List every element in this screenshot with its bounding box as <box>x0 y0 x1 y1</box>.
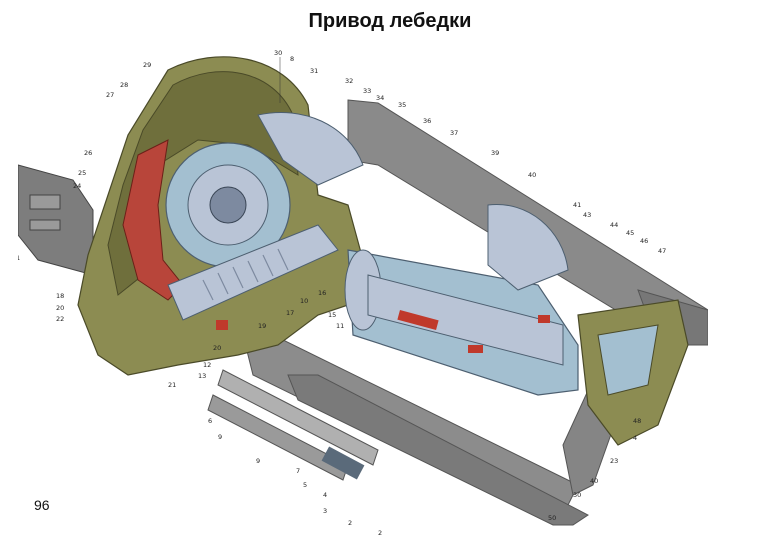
svg-text:15: 15 <box>328 311 336 319</box>
right-lever <box>577 299 689 446</box>
svg-text:34: 34 <box>376 94 384 102</box>
svg-text:13: 13 <box>198 372 206 380</box>
svg-text:30: 30 <box>573 491 581 499</box>
svg-text:48: 48 <box>633 417 641 425</box>
winch-drive-illustration: 30 8 31 32 33 34 35 36 37 39 40 41 43 44… <box>18 45 708 540</box>
svg-text:33: 33 <box>363 87 371 95</box>
svg-text:36: 36 <box>423 117 431 125</box>
svg-text:11: 11 <box>336 322 344 330</box>
svg-text:19: 19 <box>258 322 266 330</box>
svg-text:21: 21 <box>168 381 176 389</box>
svg-text:40: 40 <box>528 171 536 179</box>
svg-text:2: 2 <box>348 519 352 527</box>
svg-text:2: 2 <box>378 529 382 537</box>
svg-text:32: 32 <box>345 77 353 85</box>
svg-text:30: 30 <box>274 49 282 57</box>
svg-text:7: 7 <box>296 467 300 475</box>
svg-text:47: 47 <box>658 247 666 255</box>
svg-text:39: 39 <box>491 149 499 157</box>
svg-text:31: 31 <box>310 67 318 75</box>
svg-text:25: 25 <box>78 169 86 177</box>
svg-text:43: 43 <box>583 211 591 219</box>
svg-text:3: 3 <box>323 507 327 515</box>
drum-assembly <box>216 203 579 396</box>
svg-text:28: 28 <box>120 81 128 89</box>
svg-text:6: 6 <box>208 417 212 425</box>
svg-text:29: 29 <box>143 61 151 69</box>
svg-text:4: 4 <box>323 491 327 499</box>
svg-text:4: 4 <box>633 434 637 442</box>
svg-text:50: 50 <box>548 514 556 522</box>
svg-text:17: 17 <box>286 309 294 317</box>
svg-text:46: 46 <box>640 237 648 245</box>
svg-text:26: 26 <box>84 149 92 157</box>
svg-text:37: 37 <box>450 129 458 137</box>
svg-text:20: 20 <box>213 344 221 352</box>
svg-text:41: 41 <box>573 201 581 209</box>
svg-text:12: 12 <box>203 361 211 369</box>
worm-wheel <box>165 111 364 268</box>
svg-text:8: 8 <box>290 55 294 63</box>
svg-text:44: 44 <box>610 221 618 229</box>
svg-text:20: 20 <box>56 304 64 312</box>
left-bracket <box>18 164 94 276</box>
svg-text:16: 16 <box>318 289 326 297</box>
callout-labels: 30 8 31 32 33 34 35 36 37 39 40 41 43 44… <box>18 49 666 537</box>
svg-text:18: 18 <box>56 292 64 300</box>
svg-text:27: 27 <box>106 91 114 99</box>
worm-shaft <box>167 224 339 321</box>
svg-text:24: 24 <box>73 182 81 190</box>
slide-title: Привод лебедки <box>308 10 472 32</box>
svg-text:35: 35 <box>398 101 406 109</box>
page-number: 96 <box>34 497 50 513</box>
svg-text:10: 10 <box>300 297 308 305</box>
svg-text:45: 45 <box>626 229 634 237</box>
svg-text:40: 40 <box>590 477 598 485</box>
svg-text:9: 9 <box>218 433 222 441</box>
lower-rods <box>207 369 379 481</box>
svg-text:1: 1 <box>18 254 20 262</box>
svg-text:9: 9 <box>256 457 260 465</box>
svg-text:5: 5 <box>303 481 307 489</box>
svg-text:22: 22 <box>56 315 64 323</box>
svg-text:23: 23 <box>610 457 618 465</box>
